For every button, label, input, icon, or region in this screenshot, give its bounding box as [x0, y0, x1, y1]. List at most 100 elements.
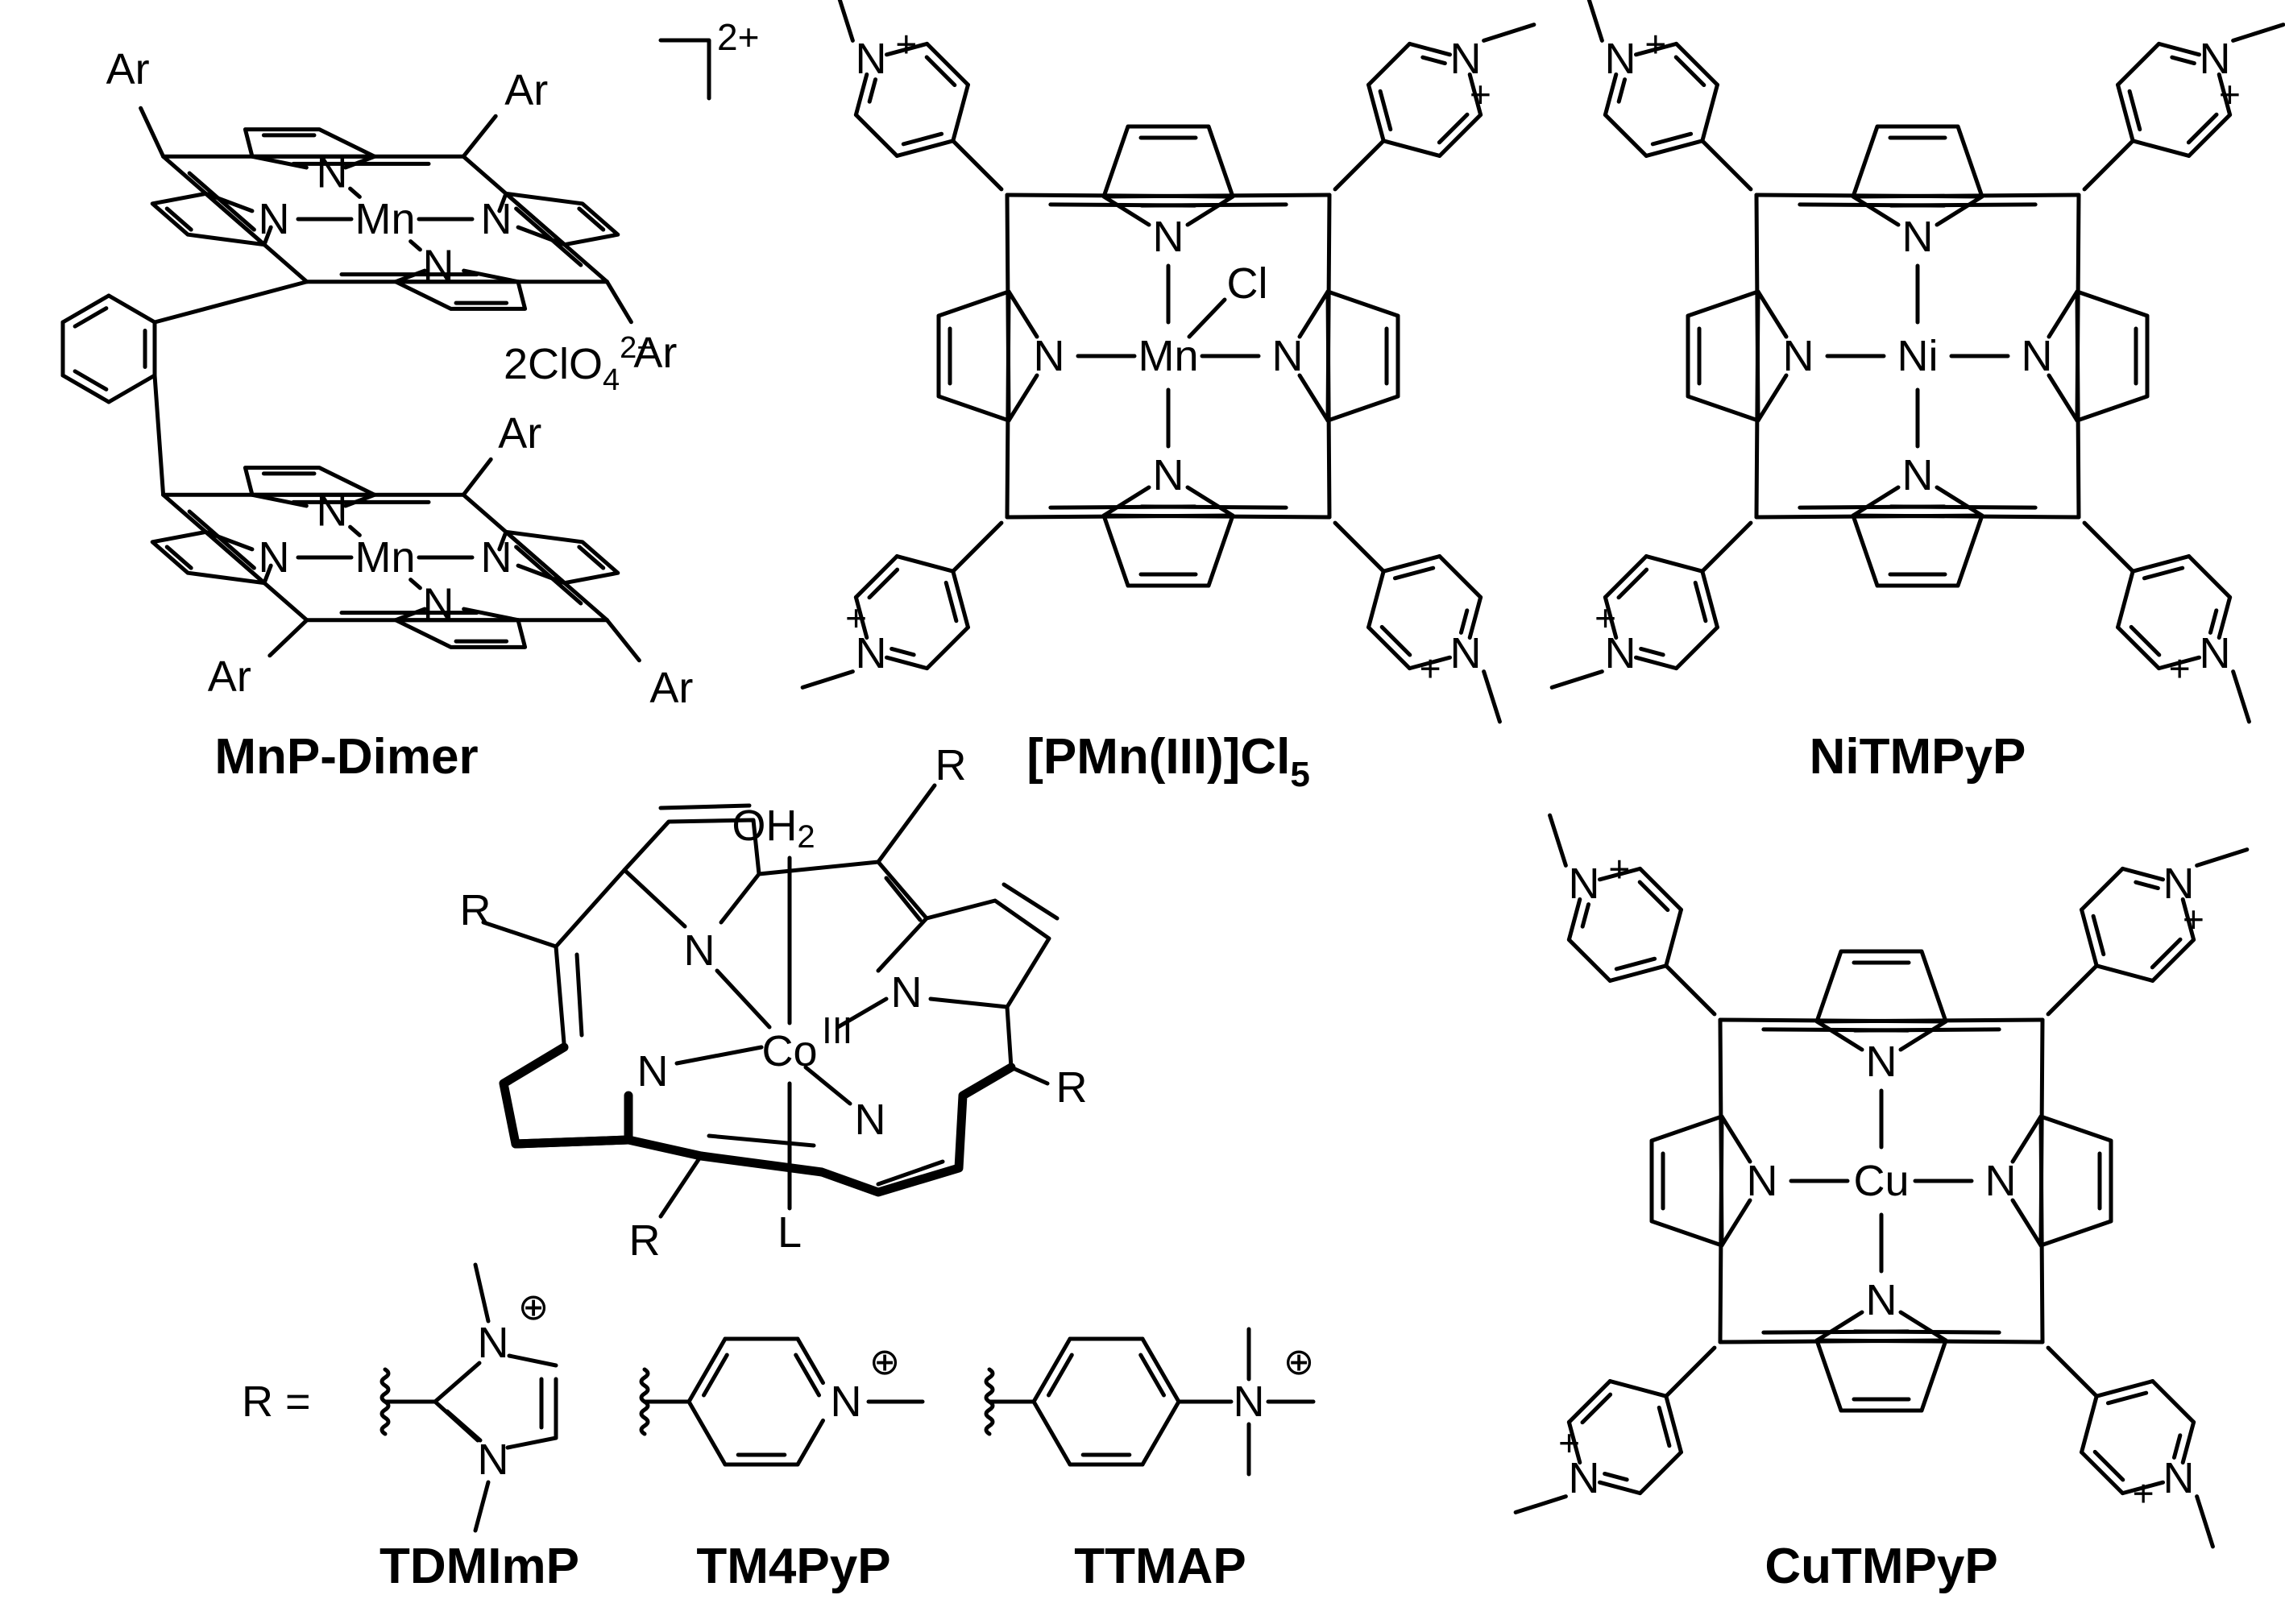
bond-line — [2075, 289, 2081, 520]
metal-nitrogen-bond — [836, 996, 889, 1030]
methyl-bond — [2231, 669, 2251, 724]
plus-charge: + — [2169, 647, 2191, 689]
nitrogen-atom: N — [1449, 629, 1481, 677]
double-bond — [867, 567, 900, 600]
nitrogen-atom: N — [1153, 213, 1184, 261]
pyridine-bond — [1644, 139, 1705, 158]
double-bond — [73, 369, 109, 392]
nitrogen-atom: N — [2199, 629, 2230, 677]
pyridine-bond — [1366, 569, 1386, 630]
bond-line — [2046, 963, 2099, 1017]
r-substituent: R — [1056, 1063, 1088, 1112]
double-bond — [445, 1409, 483, 1443]
bond-line — [1700, 520, 1753, 574]
positive-charge: ⊕ — [869, 1340, 901, 1382]
nitrogen-atom: N — [259, 533, 290, 582]
double-bond — [187, 171, 256, 232]
double-bond — [2091, 914, 2106, 957]
pyridine-bond — [1597, 1480, 1643, 1496]
r-group-definitions: R =NN⊕N⊕N⊕ — [242, 1262, 1316, 1533]
bond-line — [461, 457, 493, 497]
nitrogen-atom: N — [1985, 1157, 2017, 1205]
nitrogen-atom: N — [1605, 35, 1636, 83]
double-bond — [707, 1133, 816, 1148]
benzene-bond — [106, 293, 157, 325]
pyridine-bond — [951, 82, 970, 143]
metal-nitrogen-bond — [715, 968, 772, 1030]
double-bond — [2129, 624, 2162, 657]
cobalt-atom: Co — [761, 1027, 817, 1075]
double-bond — [943, 580, 959, 624]
chloride-ligand: Cl — [1227, 259, 1268, 308]
nitrogen-atom: N — [1783, 332, 1814, 380]
methyl-bond — [2195, 847, 2250, 868]
bond-line — [461, 114, 498, 159]
nitrogen-atom: N — [1866, 1276, 1897, 1324]
plus-charge: + — [2219, 73, 2241, 115]
nitrogen-atom: N — [2022, 332, 2053, 380]
benzene-bond — [60, 293, 111, 325]
bond-line — [505, 1436, 558, 1450]
pyridine-bond — [853, 113, 899, 158]
pyridine-bond — [1700, 82, 1719, 143]
plus-charge: + — [1420, 647, 1441, 689]
double-bond — [1392, 566, 1436, 581]
bond-line — [1005, 513, 1235, 520]
double-bond — [2134, 880, 2160, 891]
nitrogen-atom: N — [684, 926, 715, 975]
nitrogen-atom: N — [1153, 451, 1184, 499]
bond-line — [1009, 1065, 1050, 1086]
front-bond — [624, 1135, 706, 1161]
bond-line — [1140, 1336, 1181, 1404]
methyl-bond — [473, 1262, 491, 1324]
pyridine-bond — [2116, 569, 2135, 630]
bond-line — [686, 1336, 728, 1404]
pyridine-bond — [2080, 1394, 2099, 1455]
bond-line — [1325, 289, 1332, 520]
bond-line — [2082, 139, 2135, 192]
double-bond — [890, 646, 916, 657]
aqua-ligand: OH2 — [732, 802, 815, 855]
pyrrole-ring — [2010, 1114, 2113, 1248]
bond-line — [1005, 1005, 1014, 1070]
bond-line — [604, 618, 641, 663]
benzene-bond — [106, 373, 157, 404]
pyridine-bond — [1437, 554, 1483, 599]
bond-line — [161, 154, 267, 247]
double-bond — [1048, 504, 1197, 510]
double-bond — [1458, 608, 1470, 635]
methyl-bond — [837, 0, 855, 43]
nitrogen-atom: N — [1866, 1038, 1897, 1086]
bond-line — [507, 1353, 558, 1368]
pyrrole-ring — [1814, 949, 1948, 1052]
charge-bracket — [658, 38, 711, 101]
bond-line — [2038, 1114, 2045, 1344]
double-bond — [867, 77, 878, 104]
bond-line — [1031, 1336, 1072, 1404]
metal-atom: Mn — [355, 533, 415, 582]
perchlorate-counterion: 2ClO42− — [504, 331, 655, 397]
double-bond — [1002, 882, 1060, 921]
pyrrole-ring — [1851, 485, 1984, 588]
bond-line — [1333, 520, 1386, 574]
double-bond — [1639, 646, 1665, 657]
double-bond — [1138, 1353, 1167, 1398]
plus-charge: + — [1470, 73, 1491, 115]
bond-line — [1718, 1017, 1948, 1024]
nitrogen-atom: N — [1747, 1157, 1778, 1205]
nitrogen-atom: N — [2163, 860, 2194, 908]
pyridine-bond — [1638, 866, 1683, 912]
double-bond — [187, 509, 256, 570]
nitrogen-atom: N — [1449, 35, 1481, 83]
bond-line — [2082, 520, 2135, 574]
bond-line — [1664, 963, 1717, 1017]
double-bond — [1657, 1405, 1672, 1448]
aryl-group: Ar — [633, 329, 677, 377]
bond-line — [1005, 193, 1235, 199]
pyrrole-ring — [2047, 289, 2150, 423]
